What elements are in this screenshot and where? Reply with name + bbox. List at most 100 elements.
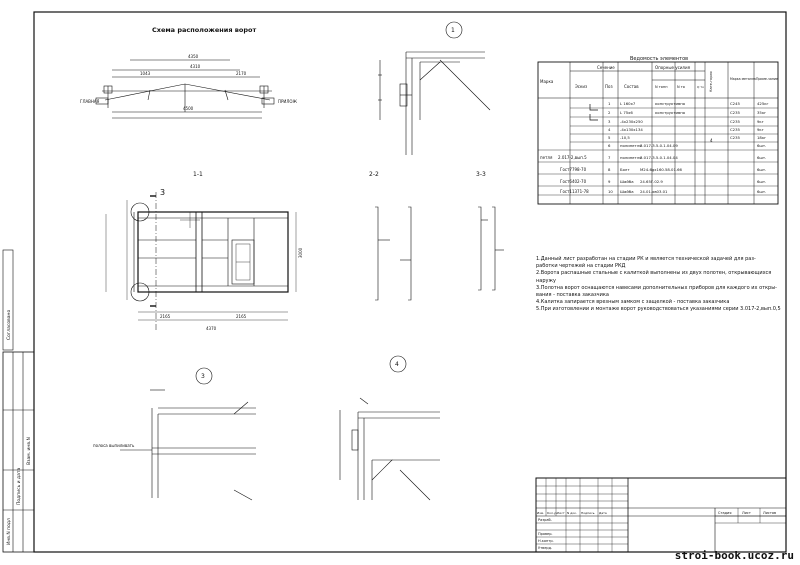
tb-role-razrab: Разраб. [538, 518, 552, 522]
hdr-pos: Поз [605, 84, 613, 89]
spec-pos-9: 9 [608, 179, 611, 184]
spec-note-2: 35кг [757, 110, 766, 115]
stamp-label-vzam: Взам. инв.N [26, 437, 32, 465]
spec-grade-5: С235 [730, 135, 740, 140]
spec-pos-6: 6 [608, 143, 611, 148]
tb-head-date: Дата [599, 511, 607, 515]
pitch-label-left: ГЛАВНАЯ [80, 99, 100, 104]
tb-right-list: Лист [742, 511, 751, 515]
spec-note-5: 18кг [757, 135, 766, 140]
note-line: 1.Данный лист разработан на стадии РК и … [536, 256, 756, 262]
callout-3: 3 [160, 188, 165, 197]
spec-force-6: 3.017-3.5-0.1.04.09 [640, 143, 678, 148]
gate-scheme-title: Схема расположения ворот [152, 26, 256, 34]
sheet-frame [2, 11, 787, 553]
spec-grade-4: С235 [730, 127, 740, 132]
spec-note-6: 6шт. [757, 143, 766, 148]
title-block-frame [535, 477, 787, 553]
dim-top-4: 2170 [236, 71, 247, 76]
tb-right-listov: Листов [763, 511, 776, 515]
spec-note-9: 6шт. [757, 179, 766, 184]
section-label-3-3: 3-3 [476, 171, 486, 178]
spec-note-10: 6шт. [757, 189, 766, 194]
section-label-1-1: 1-1 [193, 171, 203, 178]
dim-top-3: 1043 [140, 71, 151, 76]
section-2-2 [375, 206, 412, 301]
spec-force-2: конструктивно [655, 110, 686, 115]
section-3-3 [478, 206, 504, 291]
gost-row-2: Гост6402-70 [560, 179, 587, 184]
detail-leader-label: полоса выпиливать [93, 443, 135, 448]
hdr-sostav: Состав [624, 84, 639, 89]
tb-head-list: Лист [557, 511, 565, 515]
view-label-3: 3 [201, 373, 205, 380]
hdr-n-to: N то [677, 85, 685, 89]
spec-sostav-3: -4х230х250 [620, 119, 643, 124]
hdr-cat: Кате-гория [709, 71, 713, 92]
tb-head-ndok: N док. [567, 511, 577, 515]
hdr-n-tons: N тонн [655, 85, 668, 89]
spec-sostav-9: Шайба [620, 179, 634, 184]
hdr-marka: Марка [540, 79, 554, 84]
spec-pos-2: 2 [608, 110, 611, 115]
angle-sketch-icon [589, 104, 598, 111]
general-notes: 1.Данный лист разработан на стадии РК и … [536, 256, 781, 314]
stamp-label-sign: Подпись и дата [16, 467, 22, 505]
dim-sub-left: 2165 [160, 314, 171, 319]
spec-force-10: 24.01.хв03.01 [640, 189, 668, 194]
spec-pos-1: 1 [608, 101, 611, 106]
spec-pos-10: 10 [608, 189, 613, 194]
spec-pos-5: 5 [608, 135, 611, 140]
note-line: 2.Ворота распашные стальные с калиткой в… [536, 270, 772, 277]
gate-scheme [95, 59, 275, 119]
spec-force-8: М24-6gх160.58.01.66 [640, 167, 682, 172]
elevation-1-1 [105, 192, 297, 330]
spec-sostav-10: Шайба [620, 189, 634, 194]
spec-sostav-2: L 75х6 [620, 110, 633, 115]
tb-right-stadia: Стадия [718, 511, 731, 515]
hdr-q-to: Q то [697, 85, 704, 89]
spec-force-1: конструктивно [655, 101, 686, 106]
spec-note-8: 6шт. [757, 167, 766, 172]
spec-sostav-8: Болт [620, 167, 630, 172]
dim-height: 3000 [298, 247, 303, 258]
spec-sostav-6: полипетля [620, 143, 641, 148]
spec-grade-2: С235 [730, 110, 740, 115]
note-line: 5.При изготовлении и монтаже ворот руков… [536, 306, 781, 313]
gost-row-3: Гост11371-78 [560, 189, 589, 194]
hdr-support: Опорные усилия [655, 65, 691, 70]
spec-sostav-4: -4х130х134 [620, 127, 643, 132]
hdr-metal-grade: Марка металла [730, 77, 756, 81]
spec-note-3: 9кг [757, 119, 764, 124]
note-line: вания - поставка заказчика [536, 292, 609, 299]
view-label-1: 1 [451, 27, 455, 34]
spec-grade-3: С235 [730, 119, 740, 124]
spec-note-7: 6шт. [757, 155, 766, 160]
pitch-label-right: ПРИЛОЖ [278, 99, 298, 104]
note-line: наружу [536, 277, 556, 284]
cat-value: 4 [710, 138, 713, 143]
stamp-label-inv: Инв.N подл [6, 518, 12, 545]
spec-force-9: 24.65Г.02.9 [640, 179, 663, 184]
spec-pos-3: 3 [608, 119, 611, 124]
spec-note-4: 9кг [757, 127, 764, 132]
spec-table-headers: Ведомость элементов Марка Сечение Эскиз … [540, 56, 778, 92]
spec-force-7: 3.017-3.5-0.1.04.04 [640, 155, 678, 160]
note-line: 3.Полотна ворот оснащаются навесами допо… [536, 284, 777, 291]
marka-std: 2.017-2,вып.5 [558, 155, 587, 160]
dim-sub-right: 2165 [236, 314, 247, 319]
gost-row-1: Гост7798-70 [560, 167, 587, 172]
note-line: работки чертежей на стадии РКД [536, 263, 626, 270]
hdr-zone: Эскиз [575, 84, 587, 89]
tb-role-nkontr: Н.контр. [538, 539, 554, 543]
dim-width: 4370 [206, 326, 217, 331]
tb-head-sign: Подпись [581, 511, 595, 515]
watermark: stroi-book.ucoz.ru [674, 549, 794, 562]
tb-head-izm: Изм. [537, 511, 544, 515]
detail-4 [339, 355, 440, 501]
spec-grade-1: С245 [730, 101, 740, 106]
spec-pos-8: 8 [608, 167, 611, 172]
tb-head-kol: Кол.уч [547, 511, 558, 515]
